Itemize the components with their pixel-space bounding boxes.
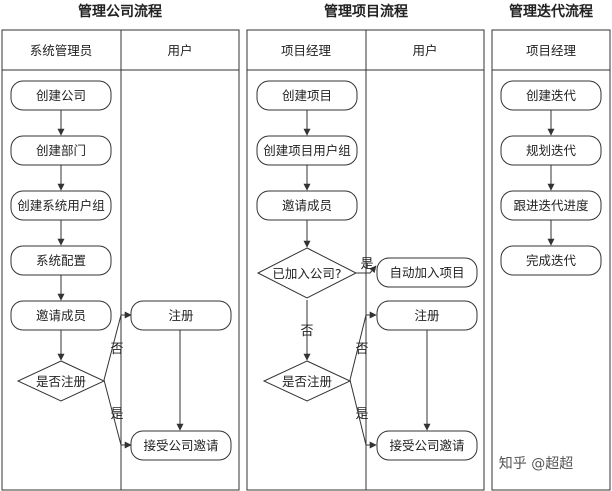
node-label: 创建部门: [36, 143, 86, 158]
node-label: 注册: [414, 308, 439, 323]
pool-project: 管理项目流程 项目经理 用户 是 否 否 是 创建项目 创建项目用户组 邀请成员: [246, 3, 485, 491]
node-label: 接受公司邀请: [389, 438, 464, 453]
edge-label-no: 否: [355, 342, 368, 357]
decision-node: 已加入公司?: [256, 247, 358, 299]
process-node: 创建系统用户组: [10, 190, 112, 221]
node-label: 跟进迭代进度: [513, 198, 589, 213]
pool-iteration: 管理迭代流程 项目经理 创建迭代 规划迭代 跟进迭代进度 完成迭代: [491, 3, 611, 491]
node-label: 已加入公司?: [272, 266, 341, 281]
node-label: 是否注册: [282, 374, 332, 389]
watermark-text: 知乎 @超超: [499, 455, 573, 472]
pool-title-iteration: 管理迭代流程: [509, 3, 593, 20]
pool-company: 管理公司流程 系统管理员 用户 否 是 创建公司 创建部门 创建系统用户组: [1, 3, 240, 491]
node-label: 注册: [168, 308, 193, 323]
node-label: 接受公司邀请: [143, 438, 218, 453]
node-label: 完成迭代: [526, 253, 577, 268]
pool-title-company: 管理公司流程: [78, 3, 162, 20]
pool-title-project: 管理项目流程: [324, 3, 408, 20]
process-node: 规划迭代: [500, 135, 602, 166]
decision-node: 是否注册: [16, 360, 106, 402]
process-node: 完成迭代: [500, 245, 602, 276]
lane-header-pm: 项目经理: [281, 43, 332, 58]
process-node: 注册: [130, 300, 232, 331]
lane-header-admin: 系统管理员: [30, 43, 93, 58]
node-label: 邀请成员: [282, 198, 332, 213]
lane-header-pm: 项目经理: [526, 43, 577, 58]
process-node: 邀请成员: [10, 300, 112, 331]
node-label: 创建项目用户组: [263, 143, 351, 158]
process-node: 注册: [376, 300, 478, 331]
process-node: 系统配置: [10, 245, 112, 276]
edge-c6-c8: [103, 379, 132, 449]
node-label: 创建项目: [282, 88, 332, 103]
node-label: 创建公司: [36, 88, 86, 103]
process-node: 跟进迭代进度: [500, 190, 602, 221]
node-label: 规划迭代: [526, 143, 577, 158]
process-node: 创建公司: [10, 80, 112, 111]
process-node: 接受公司邀请: [130, 430, 232, 461]
lane-header-user: 用户: [412, 43, 437, 58]
process-node: 创建部门: [10, 135, 112, 166]
process-node: 创建项目用户组: [256, 135, 358, 166]
edge-label-yes: 是: [360, 257, 373, 272]
edge-label-yes: 是: [355, 407, 368, 422]
node-label: 系统配置: [36, 253, 86, 268]
node-label: 自动加入项目: [389, 265, 464, 280]
edge-c6-c7: [103, 311, 132, 381]
process-node: 自动加入项目: [376, 257, 478, 288]
edge-label-no: 否: [300, 324, 313, 339]
edge-p6-p7: [349, 311, 377, 381]
pool-frame-iteration: [491, 29, 611, 491]
process-node: 创建项目: [256, 80, 358, 111]
lane-header-user: 用户: [167, 43, 192, 58]
node-label: 是否注册: [36, 374, 86, 389]
edge-label-no: 否: [110, 342, 123, 357]
process-node: 创建迭代: [500, 80, 602, 111]
edge-p6-p8: [349, 379, 377, 449]
process-node: 邀请成员: [256, 190, 358, 221]
edge-label-yes: 是: [110, 407, 123, 422]
node-label: 创建系统用户组: [17, 198, 105, 213]
edge-p4-p5: [356, 265, 377, 274]
process-node: 接受公司邀请: [376, 430, 478, 461]
node-label: 创建迭代: [526, 88, 577, 103]
node-label: 邀请成员: [36, 308, 86, 323]
decision-node: 是否注册: [262, 360, 352, 402]
